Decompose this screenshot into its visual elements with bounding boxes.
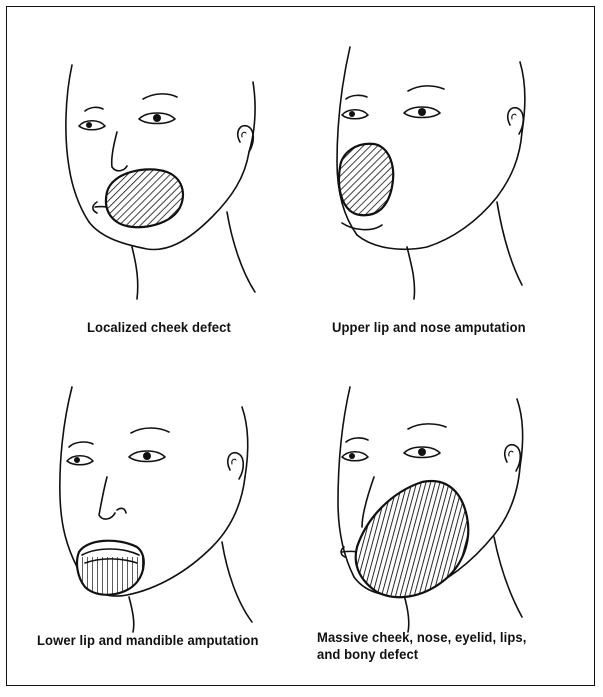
face-illustration-localized-cheek [27,27,317,357]
caption-upper-lip-nose: Upper lip and nose amputation [332,319,526,336]
face-illustration-lower-lip-mandible [27,367,317,677]
panel-lower-lip-mandible: Lower lip and mandible amputation [27,367,317,697]
caption-massive-defect: Massive cheek, nose, eyelid, lips, and b… [317,629,526,663]
figure-frame: Localized cheek defect [6,6,595,686]
panel-massive-defect: Massive cheek, nose, eyelid, lips, and b… [312,367,602,697]
panel-localized-cheek: Localized cheek defect [27,27,317,357]
caption-localized-cheek: Localized cheek defect [87,319,231,336]
caption-lower-lip-mandible: Lower lip and mandible amputation [37,632,259,649]
face-illustration-upper-lip-nose [312,27,602,357]
panel-upper-lip-nose: Upper lip and nose amputation [312,27,602,357]
